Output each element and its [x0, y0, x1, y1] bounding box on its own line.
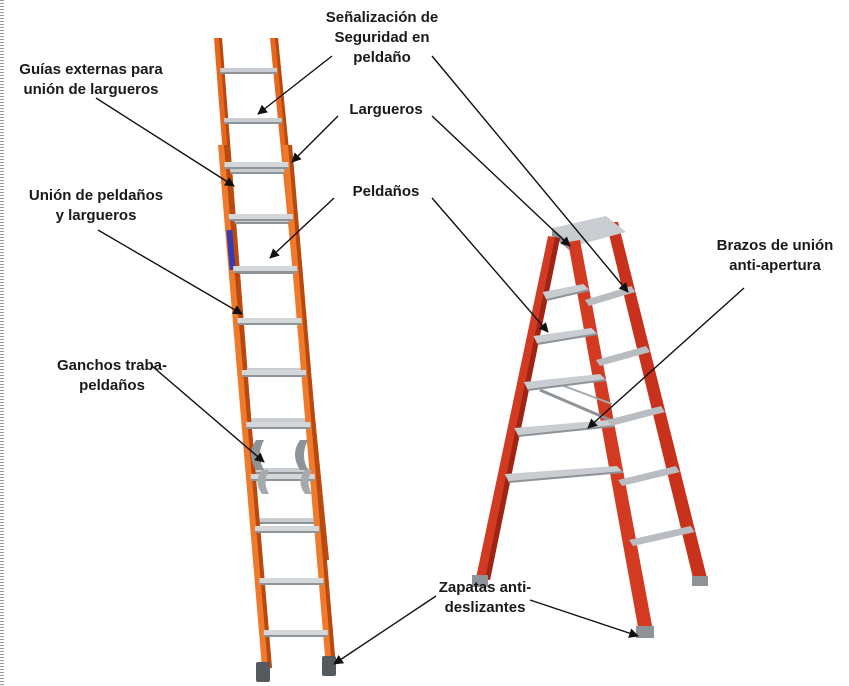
rung [220, 68, 277, 73]
base-rungs [224, 162, 328, 637]
label-largueros: Largueros [340, 100, 432, 120]
rung [259, 578, 324, 584]
label-line: Seguridad en [334, 29, 430, 46]
rung-lock-hooks [251, 440, 312, 494]
pointer-senalizacion-ext [257, 55, 333, 115]
pointer-largueros-step [431, 115, 571, 247]
label-line: y largueros [55, 207, 137, 224]
rung [237, 318, 302, 324]
pointer-ganchos [151, 365, 265, 463]
pointer-guias [95, 97, 235, 187]
rung [241, 370, 306, 376]
rung-shadow [250, 472, 317, 474]
pointer-peldanos-ext [269, 197, 335, 259]
pointer-senalizacion-step [431, 55, 629, 293]
label-line: Peldaños [352, 183, 420, 200]
step [523, 374, 606, 390]
rung [224, 118, 282, 123]
pointer-zapatas-ext [333, 595, 437, 665]
label-line: peldaños [79, 377, 145, 394]
pointer-union [97, 229, 243, 315]
pointer-peldanos-step [431, 197, 549, 333]
label-peldanos: Peldaños [338, 182, 434, 202]
rear-rung [618, 466, 680, 486]
rung-shadow [220, 72, 277, 74]
step-edge [546, 289, 590, 301]
rung-shadow [224, 122, 282, 124]
step-edge [527, 379, 607, 391]
label-line: Ganchos traba- [56, 357, 168, 374]
callout-pointers [95, 55, 745, 665]
rung [263, 630, 328, 636]
rung-shadow [250, 479, 315, 481]
label-line: Brazos de unión [716, 237, 834, 254]
rung-shadow [255, 531, 320, 533]
pointer-brazos [587, 287, 745, 429]
label-ganchos: Ganchos traba- peldaños [42, 356, 182, 396]
rung-shadow [259, 583, 324, 585]
rung [255, 526, 320, 532]
extension-ladder-shoes [256, 656, 336, 682]
rung-shadow [237, 323, 302, 325]
label-line: deslizantes [444, 599, 526, 616]
rung [228, 214, 293, 220]
label-zapatas: Zapatas anti- deslizantes [424, 578, 546, 618]
label-line: Unión de peldaños [28, 187, 164, 204]
rung [250, 468, 317, 473]
step [504, 466, 623, 482]
step-edge [508, 471, 624, 483]
rung [254, 518, 321, 523]
pointer-largueros-ext [291, 115, 339, 163]
label-line: Guías externas para [19, 61, 163, 78]
rung-shadow [233, 271, 298, 273]
label-line: anti-apertura [729, 257, 821, 274]
label-senalizacion: Señalización de Seguridad en peldaño [318, 8, 446, 68]
rung [246, 422, 311, 428]
label-union: Unión de peldaños y largueros [14, 186, 178, 226]
step-edge [518, 425, 615, 437]
base-section [218, 145, 336, 668]
rung-shadow [224, 167, 289, 169]
extension-ladder-icon [214, 38, 336, 682]
rear-rung [629, 526, 695, 546]
rear-rungs [584, 286, 695, 546]
rung-shadow [254, 522, 321, 524]
rung [247, 418, 312, 423]
step [542, 284, 590, 300]
left-edge-dotted-border [0, 0, 4, 686]
rear-rung [595, 346, 651, 366]
step-edge [537, 333, 598, 345]
rung-shadow [246, 427, 311, 429]
rung-shadow [231, 222, 292, 224]
step-ladder-steps [504, 284, 624, 483]
rung-shadow [228, 219, 293, 221]
rung-shadow [241, 375, 306, 377]
rung-shadow [263, 635, 328, 637]
pointer-zapatas-step [529, 599, 639, 638]
label-brazos: Brazos de unión anti-apertura [702, 236, 848, 276]
label-line: Señalización de [325, 9, 439, 26]
label-line: unión de largueros [23, 81, 159, 98]
label-guias: Guías externas para unión de largueros [6, 60, 176, 100]
rung [224, 162, 289, 168]
rear-rung [606, 406, 665, 426]
step [533, 328, 598, 344]
rung-shadow [227, 172, 287, 174]
rung [227, 168, 287, 173]
label-line: peldaño [353, 49, 411, 66]
rung [250, 474, 315, 480]
label-line: Zapatas anti- [438, 579, 532, 596]
label-line: Largueros [349, 101, 423, 118]
rung [233, 266, 298, 272]
